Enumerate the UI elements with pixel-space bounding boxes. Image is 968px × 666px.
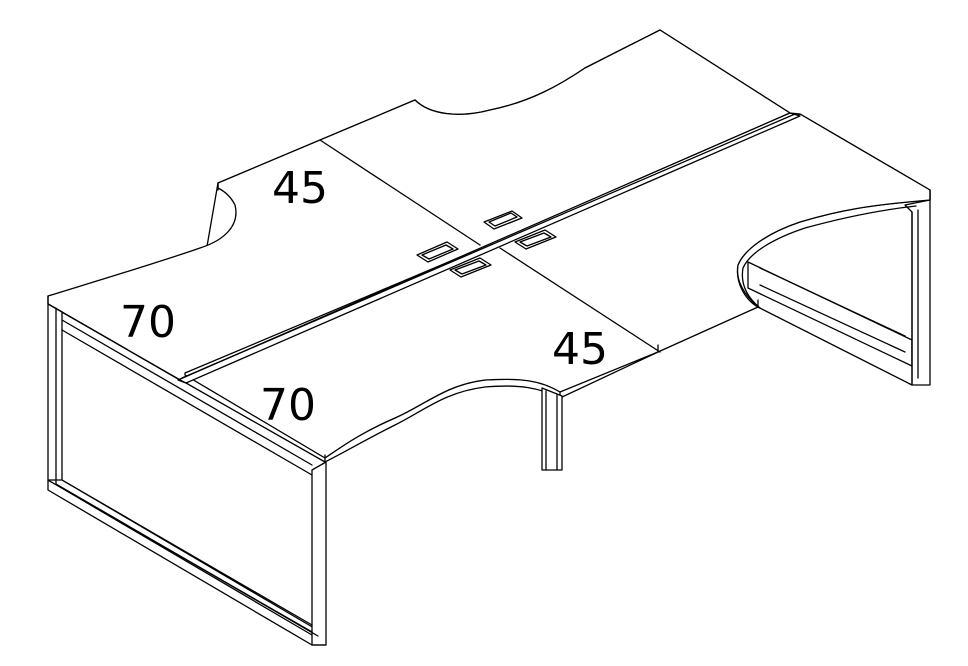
right-frame-leg <box>747 199 931 386</box>
grommet-icon <box>416 241 459 263</box>
cable-grommets <box>416 210 557 278</box>
desk-joint-left <box>319 139 481 246</box>
desk-label-right: 45 <box>552 324 608 375</box>
desk-label-top-left: 45 <box>272 163 328 214</box>
grommet-icon <box>483 210 523 230</box>
desk-joint-right <box>499 247 661 353</box>
desk-label-left-upper: 70 <box>120 297 176 348</box>
left-desktop <box>47 29 791 381</box>
grommet-icon <box>449 257 492 278</box>
desk-label-left-lower: 70 <box>260 380 316 431</box>
left-frame-leg <box>47 303 327 646</box>
grommet-icon <box>514 229 557 250</box>
center-leg <box>541 387 563 471</box>
desk-edges <box>47 182 931 463</box>
